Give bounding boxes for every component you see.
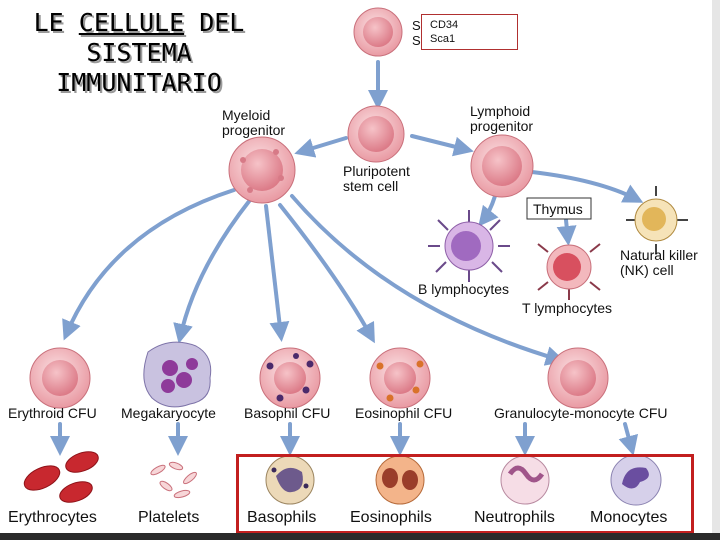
- myeloid-label-1: Myeloid: [222, 107, 270, 123]
- title-part-1: LE: [33, 8, 79, 37]
- basophil-cfu-label: Basophil CFU: [244, 405, 330, 421]
- pluripotent-stem-cell: [347, 105, 405, 163]
- pluripotent-label-2: stem cell: [343, 178, 398, 194]
- surface-markers-box: CD34 Sca1: [421, 14, 518, 50]
- arrow-myeloid-to-basophil: [264, 204, 290, 342]
- thymus-label: Thymus: [533, 201, 583, 217]
- eosinophils-label: Eosinophils: [350, 509, 432, 526]
- b-lymphocytes-label: B lymphocytes: [418, 281, 509, 297]
- monocytes-cells: [610, 454, 662, 506]
- lymphoid-progenitor-cell: [470, 134, 534, 198]
- arrow-myeloid-to-erythroid: [62, 188, 236, 341]
- erythroid-cfu-cell: [29, 347, 91, 409]
- basophils-cells: [265, 455, 315, 505]
- neutrophils-label: Neutrophils: [474, 509, 555, 526]
- arrow-gm-to-monocytes: [618, 422, 639, 456]
- slide-title: LE CELLULE DEL SISTEMA IMMUNITARIO: [8, 8, 270, 98]
- lymphoid-label-2: progenitor: [470, 118, 533, 134]
- title-underlined-word: CELLULE: [78, 8, 185, 37]
- myeloid-label-2: progenitor: [222, 122, 285, 138]
- t-lymphocytes-label: T lymphocytes: [522, 300, 612, 316]
- arrow-lymphoid-to-b: [478, 194, 499, 227]
- title-line-1: LE CELLULE DEL: [8, 8, 270, 38]
- mature-granulocytes-highlight: [236, 454, 694, 534]
- pluripotent-label-1: Pluripotent: [343, 163, 410, 179]
- gm-cfu-label: Granulocyte-monocyte CFU: [494, 405, 668, 421]
- monocytes-label: Monocytes: [590, 509, 667, 526]
- eosinophils-cells: [375, 455, 425, 505]
- lymphoid-label-1: Lymphoid: [470, 103, 530, 119]
- title-part-2: DEL: [184, 8, 245, 37]
- erythroid-cfu-label: Erythroid CFU: [8, 405, 97, 421]
- arrow-pluripotent-to-lymphoid: [410, 134, 474, 157]
- erythrocytes-cells: [23, 451, 99, 503]
- hematopoietic-stem-cell: [353, 7, 403, 57]
- nk-label-1: Natural killer: [620, 247, 698, 263]
- marker-cd34: CD34: [430, 19, 459, 31]
- platelets-label: Platelets: [138, 509, 199, 526]
- lineage-arrows: [50, 60, 644, 456]
- marker-sca1: Sca1: [430, 33, 456, 45]
- arrow-thymus-to-t: [556, 218, 577, 246]
- right-edge-strip: [712, 0, 720, 534]
- stem-cell-hidden-letter-2: S: [412, 33, 421, 48]
- basophil-cfu-cell: [259, 347, 321, 409]
- arrow-myeloid-to-gm: [290, 194, 566, 366]
- nk-cell: [626, 186, 688, 254]
- thymus-box: [526, 197, 592, 220]
- nk-label-2: (NK) cell: [620, 262, 674, 278]
- platelets-cells: [150, 461, 197, 499]
- arrow-lymphoid-to-nk: [530, 170, 644, 203]
- arrow-pluripotent-to-myeloid: [294, 136, 348, 158]
- eosinophil-cfu-cell: [369, 347, 431, 409]
- bottom-edge-strip: [0, 533, 720, 540]
- megakaryocyte-label: Megakaryocyte: [121, 405, 216, 421]
- basophils-label: Basophils: [247, 509, 316, 526]
- gm-cfu-cell: [547, 347, 609, 409]
- t-lymphocyte-cell: [537, 243, 601, 300]
- b-lymphocyte-cell: [428, 210, 510, 282]
- arrow-myeloid-to-megakaryocyte: [173, 198, 252, 344]
- erythrocytes-label: Erythrocytes: [8, 509, 97, 526]
- title-line-3: IMMUNITARIO: [56, 68, 222, 97]
- stem-cell-hidden-letter-1: S: [412, 18, 421, 33]
- arrow-myeloid-to-eosinophil: [278, 203, 375, 344]
- title-line-2: SISTEMA: [86, 38, 192, 67]
- megakaryocyte-cell: [143, 341, 212, 408]
- myeloid-progenitor-cell: [228, 136, 296, 204]
- eosinophil-cfu-label: Eosinophil CFU: [355, 405, 452, 421]
